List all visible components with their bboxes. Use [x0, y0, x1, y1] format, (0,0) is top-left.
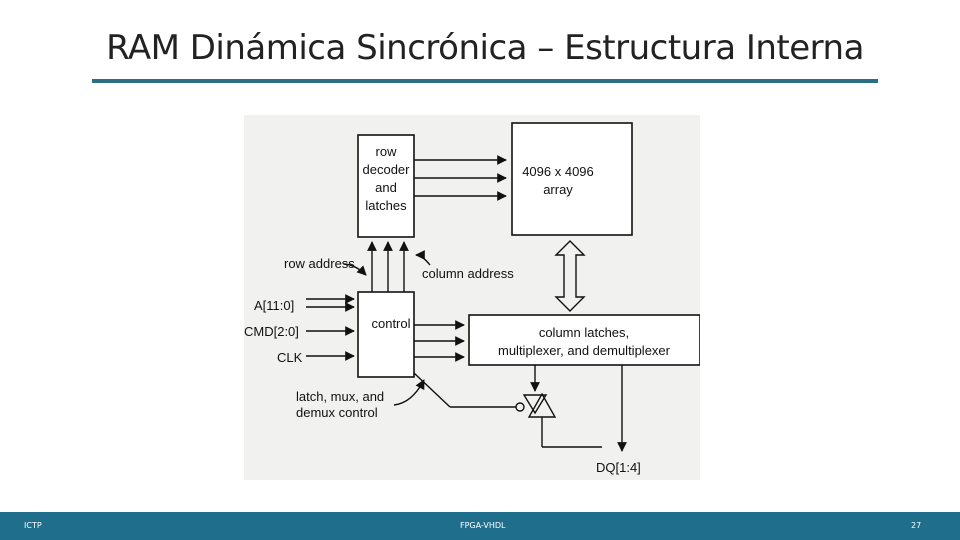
page-number: 27 — [911, 521, 922, 530]
row-decoder-label-1: row — [376, 144, 398, 159]
column-latches-box — [468, 314, 700, 366]
row-decoder-label-2: decoder — [363, 162, 411, 177]
control-box — [357, 291, 415, 378]
column-address-label: column address — [422, 266, 514, 281]
footer-bar: ICTP FPGA-VHDL 27 — [0, 512, 960, 540]
memory-array-box — [511, 122, 633, 236]
title-underline — [92, 79, 878, 83]
column-latches-label-1: column latches, — [539, 325, 629, 340]
row-decoder-label-3: and — [375, 180, 397, 195]
footer-center-text: FPGA-VHDL — [460, 521, 506, 530]
row-decoder-label-4: latches — [365, 198, 407, 213]
input-cmd-label: CMD[2:0] — [244, 324, 299, 339]
input-a-label: A[11:0] — [254, 298, 294, 313]
slide-title: RAM Dinámica Sincrónica – Estructura Int… — [106, 28, 864, 68]
input-clk-label: CLK — [277, 350, 303, 365]
array-label-1: 4096 x 4096 — [522, 164, 594, 179]
column-latches-label-2: multiplexer, and demultiplexer — [498, 343, 671, 358]
control-label: control — [371, 316, 410, 331]
sdram-block-diagram: row decoder and latches 4096 x 4096 arra… — [244, 115, 700, 480]
row-address-label: row address — [284, 256, 355, 271]
array-label-2: array — [543, 182, 573, 197]
latch-mux-label-1: latch, mux, and — [296, 389, 384, 404]
row-decoder-box — [357, 134, 415, 238]
dq-label: DQ[1:4] — [596, 460, 641, 475]
latch-mux-label-2: demux control — [296, 405, 378, 420]
footer-left-text: ICTP — [24, 521, 42, 530]
